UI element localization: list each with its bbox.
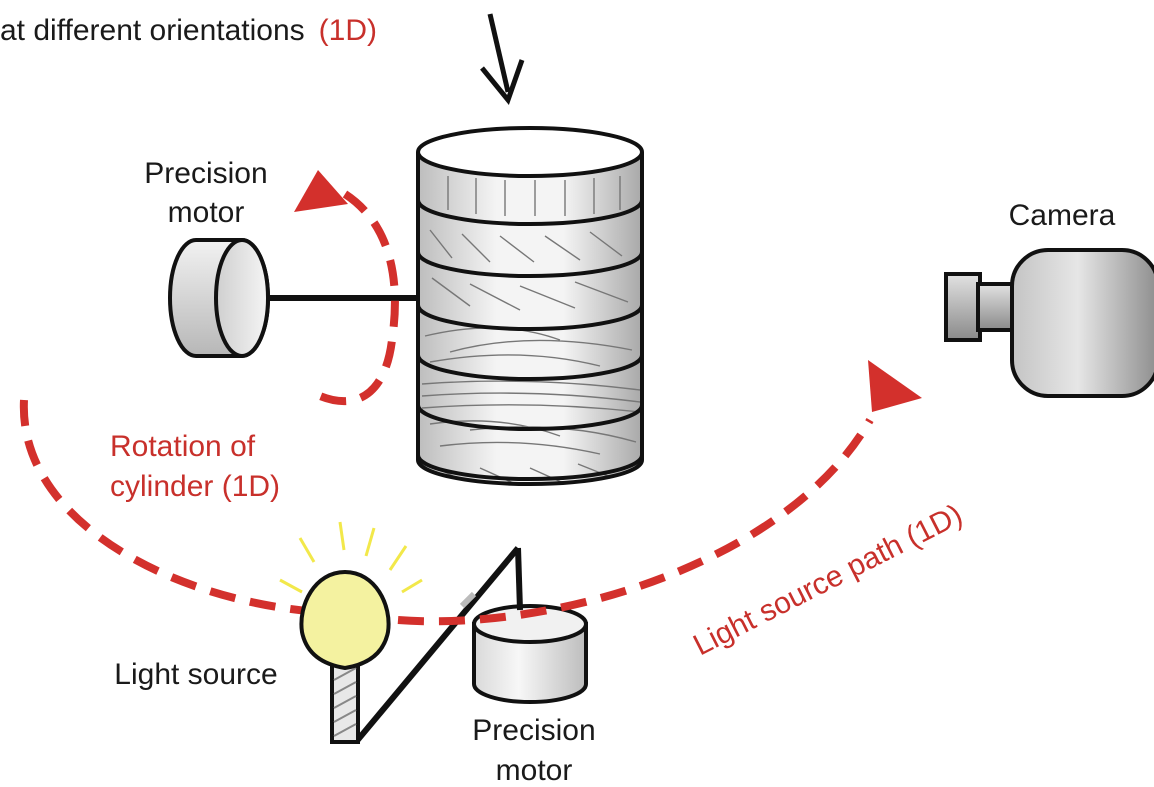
top-motor-label-line1: Precision xyxy=(144,157,267,190)
light-source-label: Light source xyxy=(114,658,277,691)
bottom-motor-label-line2: motor xyxy=(496,754,573,787)
caption-line: at different orientations (1D) xyxy=(0,14,377,47)
camera xyxy=(944,248,1154,398)
light-path-label: Light source path (1D) xyxy=(688,498,967,662)
rotation-label-line1: Rotation of xyxy=(110,430,256,463)
light-path-right-arc xyxy=(397,360,922,626)
rotation-label-line2: cylinder (1D) xyxy=(110,470,280,503)
cylinder-sample xyxy=(416,126,644,486)
light-path-left-arc xyxy=(19,399,319,616)
top-precision-motor xyxy=(168,238,420,358)
caption-dimension: (1D) xyxy=(319,14,377,47)
light-rays xyxy=(279,521,423,594)
light-source xyxy=(279,521,423,744)
bottom-motor-label-line1: Precision xyxy=(472,714,595,747)
rotation-arrow xyxy=(294,170,399,406)
light-arm xyxy=(353,546,523,744)
camera-label: Camera xyxy=(1009,199,1116,232)
caption-text: at different orientations xyxy=(0,14,305,47)
caption-arrow xyxy=(480,13,525,106)
top-motor-label-line2: motor xyxy=(168,196,245,229)
